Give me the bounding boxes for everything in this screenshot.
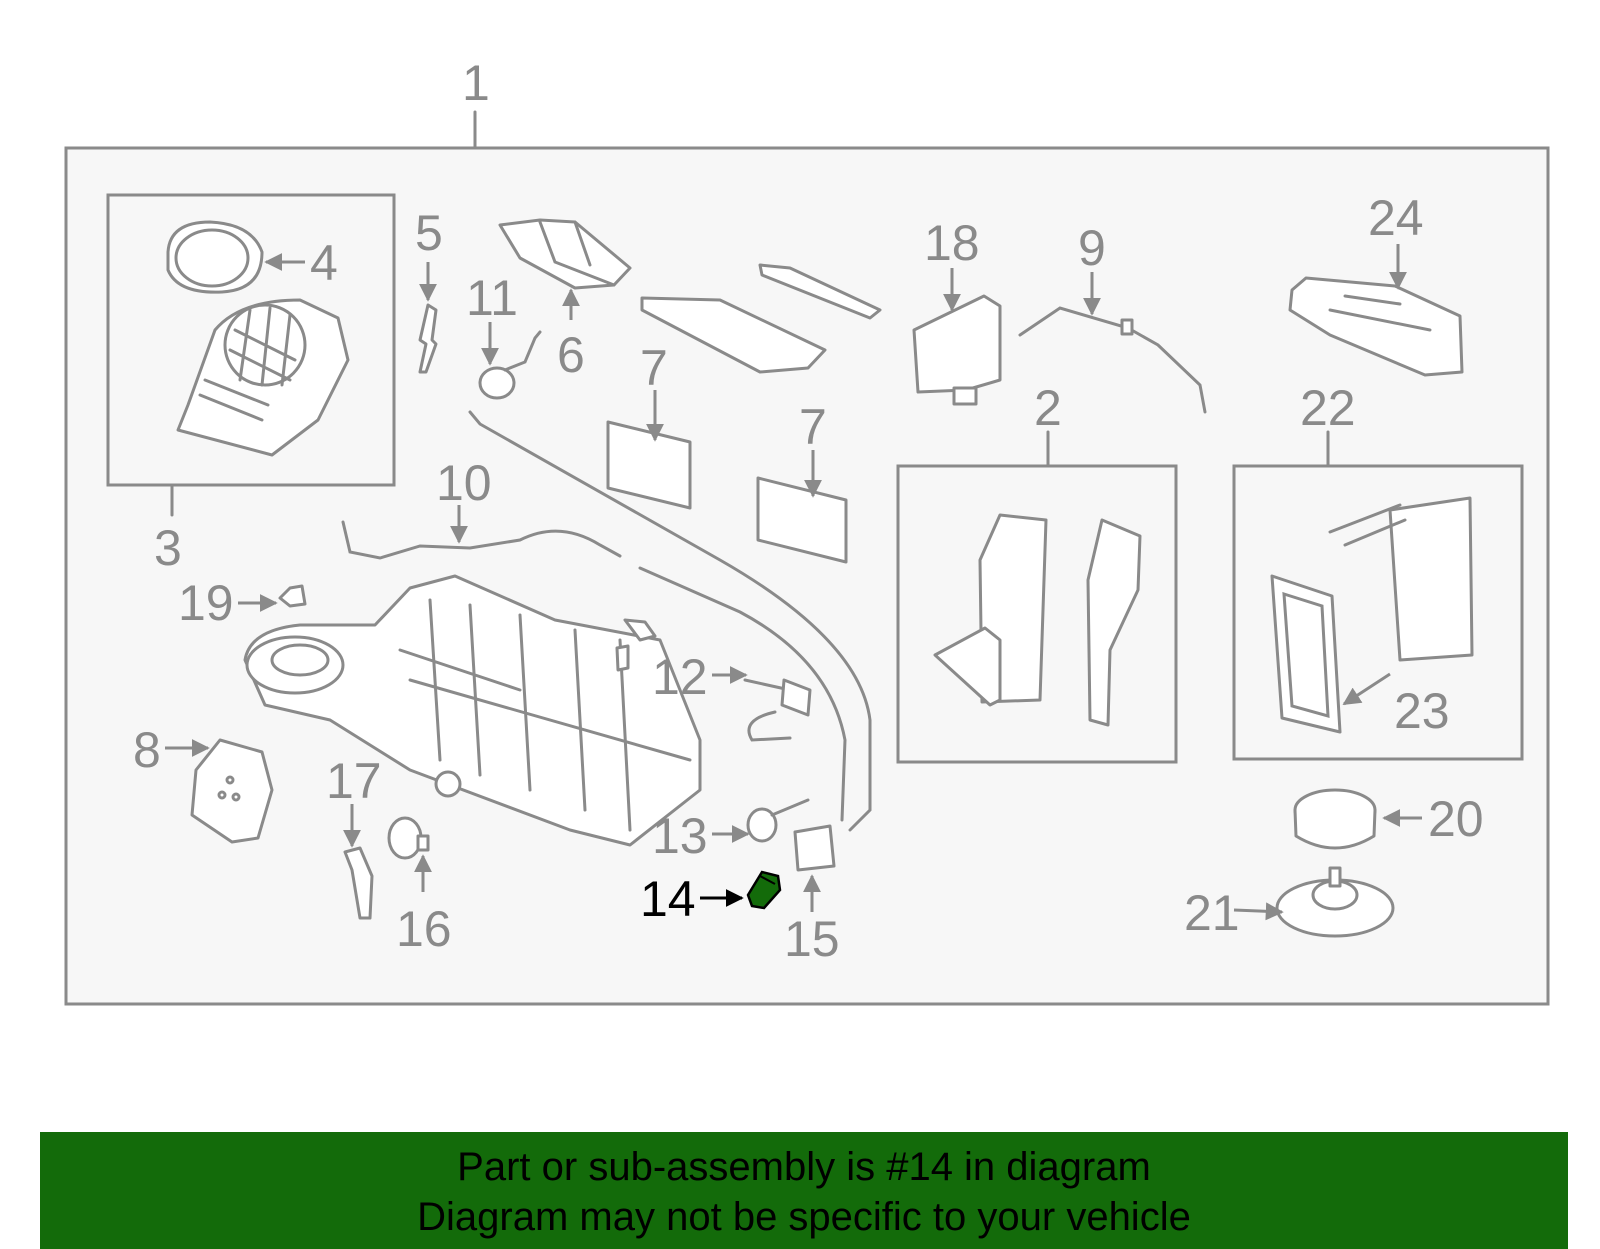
callout-12: 12 bbox=[652, 649, 708, 705]
callout-14: 14 bbox=[640, 871, 696, 927]
main-hvac-case[interactable] bbox=[243, 574, 702, 847]
callout-arrows bbox=[165, 244, 1422, 921]
subassembly-box-22 bbox=[1232, 464, 1524, 761]
part-6-duct[interactable] bbox=[498, 218, 632, 290]
part-3-blower-housing[interactable] bbox=[176, 298, 350, 457]
part-panel-strip[interactable] bbox=[758, 263, 882, 320]
part-19-clip[interactable] bbox=[278, 584, 307, 608]
callout-13: 13 bbox=[652, 808, 708, 864]
callout-17: 17 bbox=[326, 753, 382, 809]
part-5-bracket[interactable] bbox=[418, 303, 438, 374]
callout-22: 22 bbox=[1300, 380, 1356, 436]
callout-10: 10 bbox=[436, 455, 492, 511]
callout-20: 20 bbox=[1428, 791, 1484, 847]
callout-3: 3 bbox=[154, 520, 182, 576]
part-21-blower-motor[interactable] bbox=[1275, 866, 1395, 938]
callout-6: 6 bbox=[557, 327, 585, 383]
callout-9: 9 bbox=[1078, 220, 1106, 276]
part-11-actuator[interactable] bbox=[478, 330, 542, 400]
callout-5: 5 bbox=[415, 205, 443, 261]
callout-21: 21 bbox=[1184, 885, 1240, 941]
callout-11: 11 bbox=[466, 270, 518, 326]
part-12-sensor[interactable] bbox=[743, 678, 812, 742]
part-23-seal[interactable] bbox=[1270, 574, 1342, 734]
banner-line-2: Diagram may not be specific to your vehi… bbox=[417, 1195, 1191, 1239]
callout-labels: 1 4 3 5 11 6 7 7 10 18 9 24 2 22 19 12 8… bbox=[133, 55, 1484, 967]
part-2-evaporator[interactable] bbox=[933, 513, 1142, 727]
part-22-heater-core[interactable] bbox=[1328, 496, 1474, 662]
part-18-module[interactable] bbox=[912, 294, 1002, 406]
callout-7a: 7 bbox=[640, 340, 668, 396]
banner-line-1: Part or sub-assembly is #14 in diagram bbox=[457, 1145, 1151, 1189]
callout-1: 1 bbox=[462, 55, 490, 111]
callout-15: 15 bbox=[784, 911, 840, 967]
callout-19: 19 bbox=[178, 575, 234, 631]
part-9-harness[interactable] bbox=[1018, 306, 1207, 414]
part-20-blower-wheel[interactable] bbox=[1293, 788, 1377, 850]
part-8-cover[interactable] bbox=[190, 738, 274, 844]
part-15-pad[interactable] bbox=[793, 824, 836, 872]
cable-10 bbox=[341, 520, 622, 560]
callout-23: 23 bbox=[1394, 683, 1450, 739]
subassembly-box-3 bbox=[106, 193, 396, 487]
callout-2: 2 bbox=[1034, 380, 1062, 436]
part-4-gasket[interactable] bbox=[166, 220, 264, 294]
cable-long bbox=[468, 410, 872, 832]
callout-18: 18 bbox=[924, 215, 980, 271]
part-24-tray[interactable] bbox=[1288, 276, 1464, 377]
part-panel-upper[interactable] bbox=[640, 296, 827, 374]
part-14-highlighted[interactable] bbox=[746, 870, 782, 910]
part-small-clip[interactable] bbox=[623, 618, 657, 642]
callout-4: 4 bbox=[310, 235, 338, 291]
info-banner: Part or sub-assembly is #14 in diagram D… bbox=[40, 1132, 1568, 1249]
part-16-grommet[interactable] bbox=[387, 816, 430, 860]
subassembly-box-2 bbox=[896, 464, 1178, 764]
callout-24: 24 bbox=[1368, 190, 1424, 246]
callout-7b: 7 bbox=[799, 399, 827, 455]
callout-16: 16 bbox=[396, 901, 452, 957]
callout-8: 8 bbox=[133, 722, 161, 778]
part-17-bracket[interactable] bbox=[343, 846, 374, 920]
